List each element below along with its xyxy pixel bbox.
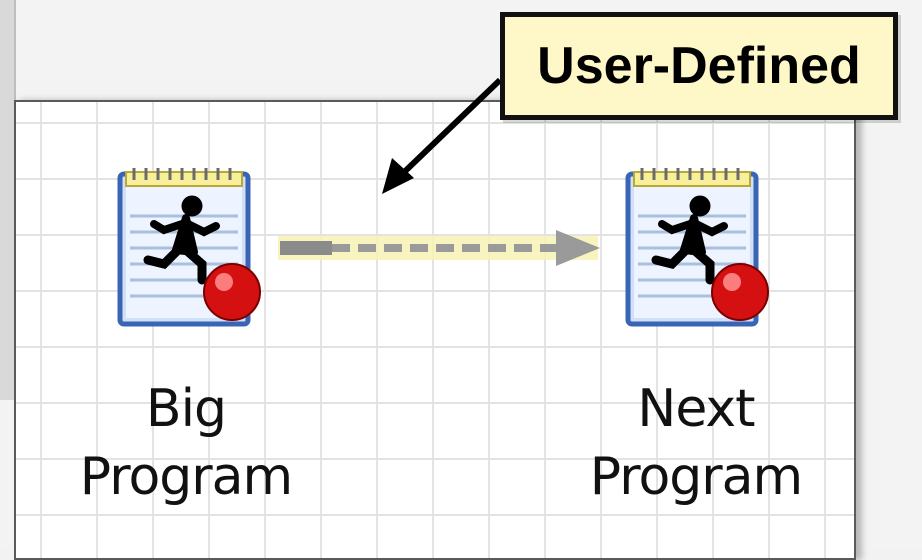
callout-user-defined: User-Defined — [500, 12, 898, 120]
node-label-line2: Program — [79, 447, 293, 507]
node-label-line1: Big — [145, 379, 227, 439]
node-label-line1: Next — [637, 379, 755, 439]
node-label-line2: Program — [589, 447, 803, 507]
callout-text: User-Defined — [537, 37, 861, 95]
